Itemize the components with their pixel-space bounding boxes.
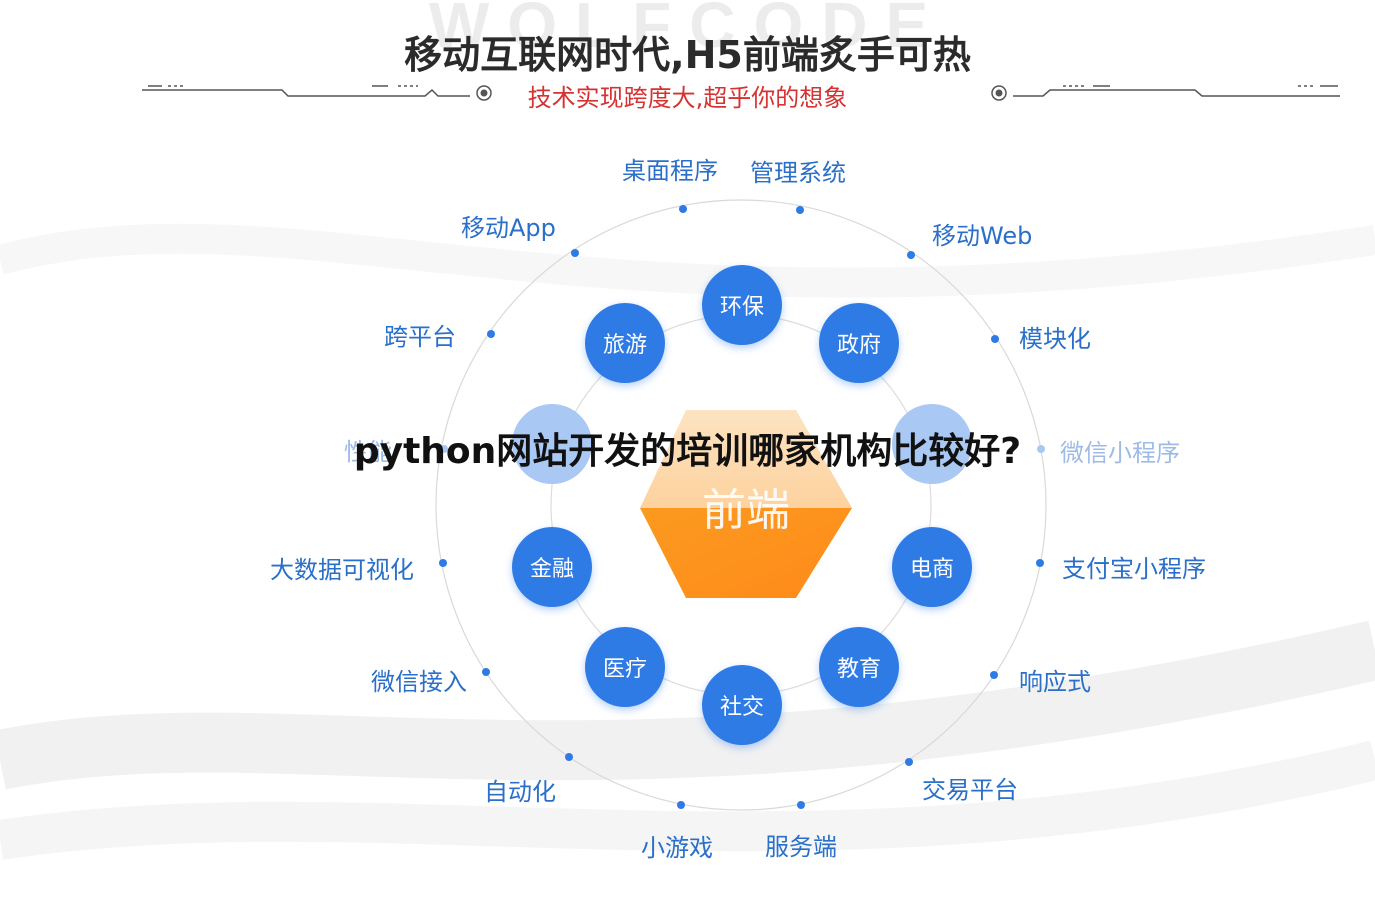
ring-dot [797,801,805,809]
outer-label: 响应式 [1019,668,1091,696]
center-hexagon [640,410,852,598]
page-subtitle: 技术实现跨度大,超乎你的想象 [527,84,848,112]
ring-dot [440,445,448,453]
inner-node-faded [892,404,972,484]
outer-label: 桌面程序 [622,157,718,185]
outer-label-faded: 性能 [344,438,392,466]
ring-dot [565,753,573,761]
ring-dot [990,671,998,679]
center-label: 前端 [702,485,790,536]
inner-node-faded [512,404,592,484]
outer-label-faded: 微信小程序 [1060,439,1180,467]
watermark-text: WOLFCODE [428,0,947,61]
page-title: 移动互联网时代,H5前端炙手可热 [404,33,971,77]
ring-dot [439,559,447,567]
outer-label: 跨平台 [384,323,456,351]
outer-label: 服务端 [765,833,837,861]
ring-dot [1036,559,1044,567]
outer-label: 移动Web [932,222,1033,250]
ring-dot [679,205,687,213]
inner-node: 电商 [892,527,972,607]
outer-ring [435,199,1047,811]
overlay-question: python网站开发的培训哪家机构比较好? [353,431,1022,472]
ring-dot [991,335,999,343]
outer-ring-dots [439,205,1045,809]
outer-label: 小游戏 [641,834,713,862]
outer-label: 支付宝小程序 [1062,555,1206,583]
outer-label: 大数据可视化 [270,556,414,584]
inner-node: 社交 [702,665,782,745]
inner-node: 医疗 [585,627,665,707]
inner-node: 环保 [702,265,782,345]
outer-label: 交易平台 [922,776,1018,804]
ring-dot [1037,445,1045,453]
inner-node: 政府 [819,303,899,383]
ring-dot [796,206,804,214]
ring-dot [487,330,495,338]
ring-dot [482,668,490,676]
ring-dot [905,758,913,766]
outer-label: 模块化 [1019,325,1091,353]
outer-label: 管理系统 [750,159,846,187]
outer-label: 自动化 [484,778,556,806]
ring-dot [571,249,579,257]
ring-dot [907,251,915,259]
inner-node: 旅游 [585,303,665,383]
left-header-line [142,85,492,101]
outer-label: 移动App [461,214,556,242]
ring-dot [677,801,685,809]
inner-node: 教育 [819,627,899,707]
outer-label: 微信接入 [371,668,467,696]
inner-node: 金融 [512,527,592,607]
right-header-line [991,85,1340,101]
